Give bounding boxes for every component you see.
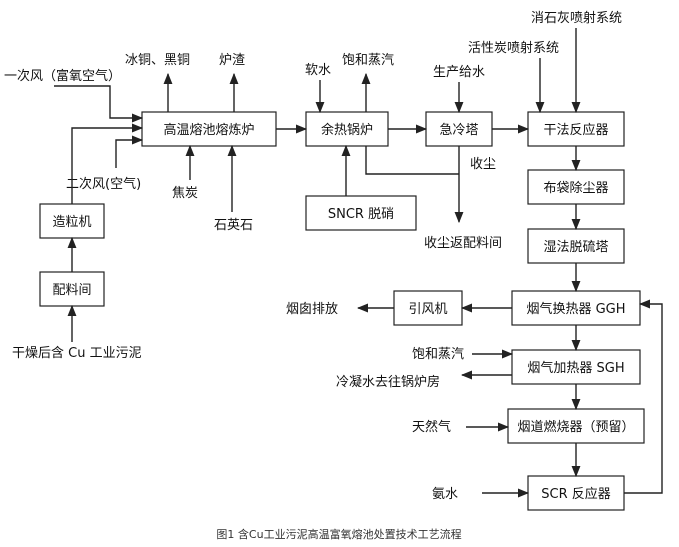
sgh-box: 烟气加热器 SGH — [511, 349, 641, 385]
batching-box: 配料间 — [39, 271, 105, 307]
sncr-label: SNCR 脱硝 — [328, 207, 394, 222]
arrow-secondary-air — [115, 135, 144, 168]
sncr-box: SNCR 脱硝 — [305, 195, 417, 231]
secondary-air-label: 二次风(空气) — [66, 176, 141, 192]
sludge-input-label: 干燥后含 Cu 工业污泥 — [12, 345, 142, 361]
baghouse-label: 布袋除尘器 — [543, 181, 608, 196]
boiler-label: 余热锅炉 — [321, 122, 373, 138]
fan-label: 引风机 — [408, 302, 447, 317]
furnace-label: 高温熔池熔炼炉 — [163, 122, 254, 138]
arrow-primary-air — [54, 85, 144, 123]
ggh-box: 烟气换热器 GGH — [511, 290, 641, 326]
baghouse-box: 布袋除尘器 — [527, 169, 625, 205]
dry-reactor-box: 干法反应器 — [527, 111, 625, 147]
burner-box: 烟道燃烧器（预留） — [507, 408, 645, 444]
arrow-pelletizer-to-furnace — [71, 123, 144, 204]
soft-water-label: 软水 — [305, 63, 331, 78]
sgh-label: 烟气加热器 SGH — [527, 360, 624, 376]
pelletizer-label: 造粒机 — [52, 215, 91, 230]
fan-box: 引风机 — [393, 290, 463, 326]
burner-label: 烟道燃烧器（预留） — [517, 419, 634, 435]
slag-label: 炉渣 — [219, 53, 245, 68]
ammonia-label: 氨水 — [432, 487, 458, 502]
boiler-box: 余热锅炉 — [305, 111, 389, 147]
production-water-label: 生产给水 — [433, 65, 485, 80]
figure-caption: 图1 含Cu工业污泥高温富氧熔池处置技术工艺流程 — [216, 527, 461, 541]
line-boiler-dust — [365, 146, 459, 175]
pelletizer-box: 造粒机 — [39, 203, 105, 239]
activated-carbon-label: 活性炭喷射系统 — [468, 40, 559, 56]
dust-return-label: 收尘返配料间 — [424, 236, 502, 251]
wet-fgd-box: 湿法脱硫塔 — [527, 228, 625, 264]
quench-tower-label: 急冷塔 — [439, 123, 478, 138]
condensate-label: 冷凝水去往锅炉房 — [336, 374, 440, 390]
ggh-label: 烟气换热器 GGH — [526, 301, 625, 317]
natural-gas-label: 天然气 — [412, 419, 451, 435]
wet-fgd-label: 湿法脱硫塔 — [543, 240, 608, 255]
arrow-scr-return-to-ggh — [624, 299, 663, 494]
quartz-label: 石英石 — [214, 218, 253, 233]
dust-collection-label: 收尘 — [470, 157, 496, 172]
lime-injection-label: 消石灰喷射系统 — [531, 10, 622, 26]
saturated-steam-sgh-label: 饱和蒸汽 — [412, 347, 464, 362]
ice-copper-label: 冰铜、黑铜 — [125, 53, 190, 68]
primary-air-label: 一次风（富氧空气） — [4, 68, 121, 84]
scr-box: SCR 反应器 — [527, 475, 625, 511]
furnace-box: 高温熔池熔炼炉 — [141, 111, 277, 147]
saturated-steam-top-label: 饱和蒸汽 — [342, 53, 394, 68]
scr-label: SCR 反应器 — [541, 486, 611, 502]
dry-reactor-label: 干法反应器 — [543, 122, 608, 138]
quench-tower-box: 急冷塔 — [425, 111, 493, 147]
coke-label: 焦炭 — [172, 186, 198, 201]
stack-emission-label: 烟囱排放 — [286, 302, 338, 317]
batching-label: 配料间 — [52, 283, 91, 298]
